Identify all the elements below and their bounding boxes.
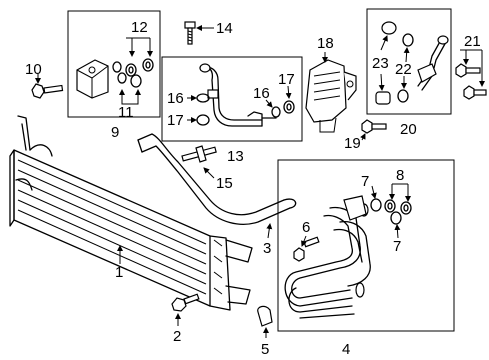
box-group-13: [161, 56, 303, 142]
callout-14: 14: [216, 20, 233, 37]
callout-1: 1: [115, 264, 123, 281]
callout-7b: 7: [393, 238, 401, 255]
bolts-21: [455, 63, 487, 100]
box-group-20: [366, 8, 452, 115]
callout-13: 13: [227, 148, 244, 165]
leader-8: [391, 183, 409, 200]
callout-22: 22: [395, 61, 412, 78]
box-group-9: [67, 10, 161, 118]
callout-20: 20: [400, 121, 417, 138]
hose-3: [137, 133, 297, 225]
block-9: [76, 59, 109, 99]
o-rings-7-8: [370, 198, 412, 225]
callout-15: 15: [216, 175, 233, 192]
leader-12: [126, 37, 151, 55]
callout-17b: 17: [278, 71, 295, 88]
callout-8: 8: [396, 167, 404, 184]
callout-18: 18: [317, 35, 334, 52]
cooler-1: [9, 115, 253, 311]
callout-16a: 16: [167, 90, 184, 107]
o-rings-16-17: [196, 93, 295, 126]
callout-17a: 17: [167, 112, 184, 129]
callout-2: 2: [173, 328, 181, 345]
box-group-4: [277, 159, 455, 332]
callout-4: 4: [342, 341, 350, 358]
hose-fittings-20: [375, 21, 449, 105]
tubes-4: [284, 195, 371, 319]
bolt-2: [171, 293, 200, 312]
callout-19: 19: [344, 135, 361, 152]
callout-9: 9: [111, 124, 119, 141]
callout-7a: 7: [361, 173, 369, 190]
leader-11: [121, 92, 139, 105]
module-18: [305, 59, 357, 133]
callout-12: 12: [131, 19, 148, 36]
stud-15: [181, 145, 217, 163]
callout-5: 5: [261, 341, 269, 358]
callout-10: 10: [25, 61, 42, 78]
bolt-10: [31, 83, 64, 99]
bolt-14: [184, 21, 196, 45]
clip-5: [257, 305, 273, 327]
callout-6: 6: [302, 219, 310, 236]
callout-23: 23: [372, 55, 389, 72]
bolt-6: [293, 236, 320, 262]
tube-13: [199, 63, 277, 127]
callout-3: 3: [263, 240, 271, 257]
callout-11: 11: [118, 104, 134, 121]
bolt-19: [361, 119, 387, 134]
callout-16b: 16: [253, 85, 270, 102]
seal-rings-11-12: [112, 58, 154, 88]
leader-3: [266, 223, 273, 239]
callout-21: 21: [464, 33, 481, 50]
